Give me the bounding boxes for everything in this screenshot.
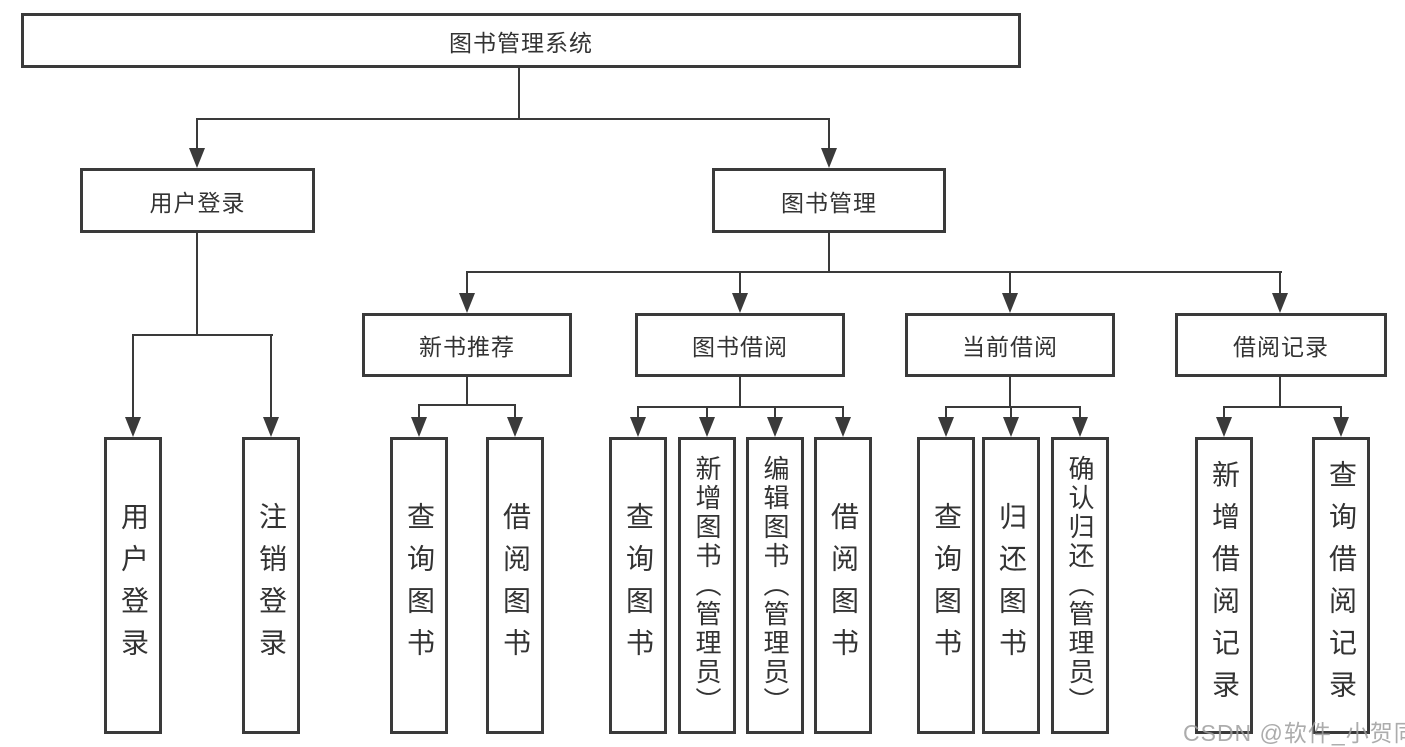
leaf-logout-label: 注销登录: [256, 501, 287, 670]
arrow-down-icon: [125, 417, 141, 437]
leaf-query-books-recommend-label: 查询图书: [404, 501, 435, 670]
arrow-down-icon: [1003, 417, 1019, 437]
connector-book-borrowing-rail: [637, 406, 844, 408]
connector-drop-book-management: [828, 118, 830, 152]
leaf-user-login: 用户登录: [104, 437, 162, 734]
leaf-borrow-books-borrowing-label: 借阅图书: [828, 501, 859, 670]
node-library-system: 图书管理系统: [21, 13, 1021, 68]
node-new-book-recommendation: 新书推荐: [362, 313, 572, 377]
arrow-down-icon: [459, 293, 475, 313]
arrow-down-icon: [835, 417, 851, 437]
leaf-borrow-books-recommend-label: 借阅图书: [500, 501, 531, 670]
arrow-down-icon: [767, 417, 783, 437]
csdn-watermark: CSDN @软件_小贺同学: [1183, 720, 1405, 746]
connector-drop-new-book: [466, 271, 468, 297]
node-library-system-label: 图书管理系统: [449, 29, 593, 56]
connector-new-book-stub: [466, 377, 468, 406]
arrow-down-icon: [1333, 417, 1349, 437]
connector-drop-book-borrowing: [739, 271, 741, 297]
leaf-return-books: 归还图书: [982, 437, 1040, 734]
node-current-borrowing-label: 当前借阅: [962, 334, 1058, 360]
node-user-login-label: 用户登录: [149, 189, 246, 216]
arrow-down-icon: [1272, 293, 1288, 313]
node-new-book-recommendation-label: 新书推荐: [419, 334, 515, 360]
arrow-down-icon: [411, 417, 427, 437]
node-book-management: 图书管理: [712, 168, 946, 233]
connector-drop: [1223, 406, 1225, 421]
arrow-down-icon: [699, 417, 715, 437]
arrow-down-icon: [1072, 417, 1088, 437]
connector-new-book-rail: [418, 404, 516, 406]
connector-drop: [945, 406, 947, 421]
arrow-down-icon: [732, 293, 748, 313]
leaf-query-borrow-record-label: 查询借阅记录: [1326, 459, 1357, 712]
arrow-down-icon: [630, 417, 646, 437]
leaf-borrow-books-recommend: 借阅图书: [486, 437, 544, 734]
node-book-management-label: 图书管理: [781, 189, 877, 216]
connector-book-borrowing-stub: [739, 377, 741, 408]
arrow-down-icon: [507, 417, 523, 437]
leaf-add-book-admin-label: 新增图书（管理员）: [692, 455, 722, 716]
leaf-query-books-borrowing-label: 查询图书: [623, 501, 654, 670]
connector-drop: [1010, 406, 1012, 421]
node-current-borrowing: 当前借阅: [905, 313, 1115, 377]
leaf-add-borrow-record: 新增借阅记录: [1195, 437, 1253, 734]
node-borrowing-records-label: 借阅记录: [1233, 334, 1329, 360]
connector-drop-borrowing-records: [1279, 271, 1281, 297]
arrow-down-icon: [189, 148, 205, 168]
connector-drop: [418, 404, 420, 421]
arrow-down-icon: [1216, 417, 1232, 437]
connector-user-login-stub: [196, 233, 198, 336]
connector-level2-rail: [196, 118, 830, 120]
connector-borrowing-records-stub: [1279, 377, 1281, 408]
connector-drop-user-login: [196, 118, 198, 152]
connector-book-management-stub: [828, 233, 830, 273]
leaf-query-books-borrowing: 查询图书: [609, 437, 667, 734]
connector-drop-current-borrowing: [1009, 271, 1011, 297]
leaf-logout: 注销登录: [242, 437, 300, 734]
leaf-edit-book-admin-label: 编辑图书（管理员）: [760, 455, 790, 716]
arrow-down-icon: [263, 417, 279, 437]
connector-drop-leaf-user-login: [132, 334, 134, 418]
connector-drop: [774, 406, 776, 421]
connector-root-stub: [518, 68, 520, 120]
arrow-down-icon: [821, 148, 837, 168]
arrow-down-icon: [938, 417, 954, 437]
leaf-add-borrow-record-label: 新增借阅记录: [1209, 459, 1240, 712]
connector-borrowing-records-rail: [1223, 406, 1342, 408]
connector-drop: [842, 406, 844, 421]
connector-drop: [706, 406, 708, 421]
connector-drop-leaf-logout: [270, 334, 272, 418]
connector-drop: [1340, 406, 1342, 421]
leaf-user-login-label: 用户登录: [118, 501, 149, 670]
leaf-return-books-label: 归还图书: [996, 501, 1027, 670]
connector-drop: [637, 406, 639, 421]
node-book-borrowing-label: 图书借阅: [692, 334, 788, 360]
leaf-query-books-current: 查询图书: [917, 437, 975, 734]
leaf-borrow-books-borrowing: 借阅图书: [814, 437, 872, 734]
leaf-add-book-admin: 新增图书（管理员）: [678, 437, 736, 734]
leaf-query-books-current-label: 查询图书: [931, 501, 962, 670]
leaf-confirm-return-admin: 确认归还（管理员）: [1051, 437, 1109, 734]
leaf-edit-book-admin: 编辑图书（管理员）: [746, 437, 804, 734]
connector-current-borrowing-rail: [945, 406, 1081, 408]
arrow-down-icon: [1002, 293, 1018, 313]
leaf-query-books-recommend: 查询图书: [390, 437, 448, 734]
connector-user-login-rail: [132, 334, 273, 336]
node-book-borrowing: 图书借阅: [635, 313, 845, 377]
connector-drop: [1079, 406, 1081, 421]
connector-drop: [514, 404, 516, 421]
node-user-login: 用户登录: [80, 168, 315, 233]
connector-level3-rail: [466, 271, 1282, 273]
node-borrowing-records: 借阅记录: [1175, 313, 1387, 377]
leaf-confirm-return-admin-label: 确认归还（管理员）: [1065, 455, 1095, 716]
connector-current-borrowing-stub: [1009, 377, 1011, 408]
leaf-query-borrow-record: 查询借阅记录: [1312, 437, 1370, 734]
